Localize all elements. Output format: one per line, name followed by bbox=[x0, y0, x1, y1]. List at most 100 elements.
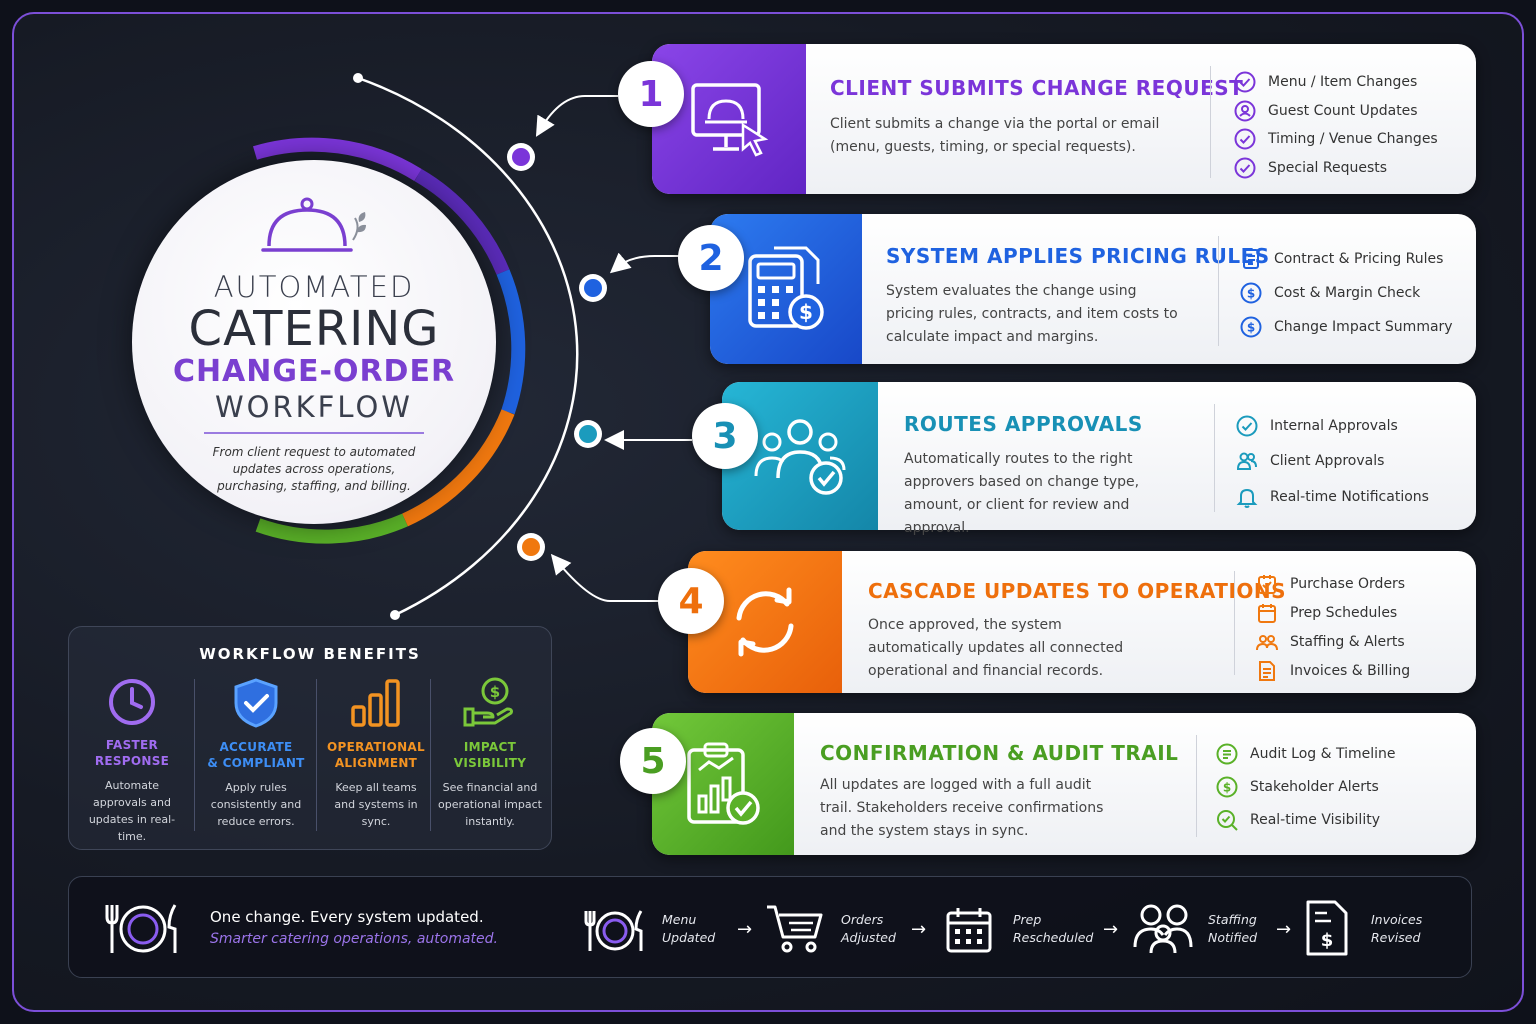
step-4-number: 4 bbox=[658, 568, 724, 634]
benefit-2-text: Apply rules consistently and reduce erro… bbox=[210, 781, 302, 828]
calendar-icon bbox=[946, 908, 992, 953]
flow-step-4-line1: Staffing bbox=[1208, 912, 1257, 927]
checklist-item-label: Prep Schedules bbox=[1290, 604, 1398, 621]
benefit-1-text: Automate approvals and updates in real-t… bbox=[88, 779, 176, 843]
users-icon bbox=[1236, 452, 1257, 471]
checklist-item-label: Stakeholder Alerts bbox=[1250, 778, 1379, 795]
step-2-desc: System evaluates the change using pricin… bbox=[886, 283, 1178, 345]
clipboard-chart-icon bbox=[687, 742, 760, 825]
benefit-1-heading-1: FASTER bbox=[105, 738, 159, 752]
hero-title-line1: AUTOMATED bbox=[213, 270, 415, 304]
benefit-3-text: Keep all teams and systems in sync. bbox=[334, 781, 418, 828]
checklist-item: Client Approvals bbox=[1236, 444, 1429, 480]
cart-icon bbox=[767, 905, 823, 953]
checklist-item: $ Change Impact Summary bbox=[1240, 310, 1453, 344]
checklist-item-label: Change Impact Summary bbox=[1274, 319, 1453, 335]
benefit-operational-alignment: OPERATIONAL ALIGNMENT Keep all teams and … bbox=[317, 677, 435, 830]
step-card-4: CASCADE UPDATES TO OPERATIONS Once appro… bbox=[688, 551, 1476, 693]
step-2-number: 2 bbox=[678, 225, 744, 291]
checklist-item: Contract & Pricing Rules bbox=[1240, 242, 1453, 276]
benefit-3-heading-2: ALIGNMENT bbox=[334, 756, 418, 770]
hero-subtitle: From client request to automated updates… bbox=[212, 445, 416, 493]
flow-step-3-line1: Prep bbox=[1013, 912, 1042, 927]
checklist-item-label: Internal Approvals bbox=[1270, 417, 1398, 434]
step-1-title: CLIENT SUBMITS CHANGE REQUEST bbox=[830, 76, 1244, 100]
refresh-icon bbox=[736, 587, 794, 657]
step-1-number: 1 bbox=[618, 61, 684, 127]
svg-text:$: $ bbox=[1247, 321, 1255, 335]
benefit-2-heading-1: ACCURATE bbox=[219, 740, 293, 754]
hero-title-line2: CATERING bbox=[188, 301, 440, 357]
checklist-item-label: Cost & Margin Check bbox=[1274, 285, 1421, 301]
flow-step-5-line1: Invoices bbox=[1371, 912, 1423, 927]
clock-icon bbox=[109, 679, 155, 725]
benefit-faster-response: FASTER RESPONSE Automate approvals and up… bbox=[73, 677, 191, 845]
benefit-1-heading-2: RESPONSE bbox=[94, 754, 170, 768]
guest-icon bbox=[1234, 100, 1256, 122]
footer-bar: One change. Every system updated. Smarte… bbox=[68, 876, 1472, 978]
step-5-title: CONFIRMATION & AUDIT TRAIL bbox=[820, 741, 1179, 765]
bell-icon bbox=[1236, 488, 1258, 508]
flow-step-4-line2: Notified bbox=[1208, 930, 1258, 945]
check-circle-icon bbox=[1234, 157, 1256, 179]
dollar-circle-icon: $ bbox=[1216, 776, 1238, 797]
step-5-number: 5 bbox=[620, 728, 686, 794]
benefit-4-heading-1: IMPACT bbox=[463, 740, 517, 754]
checklist-item: Guest Count Updates bbox=[1234, 97, 1438, 126]
step-2-list: Contract & Pricing Rules $ Cost & Margin C… bbox=[1240, 242, 1453, 344]
checklist-item: Invoices & Billing bbox=[1256, 656, 1410, 685]
checklist-item-label: Special Requests bbox=[1268, 159, 1388, 176]
flow-step-3-line2: Rescheduled bbox=[1013, 930, 1094, 945]
hero-title-line3: CHANGE-ORDER bbox=[172, 354, 456, 389]
staff-icon bbox=[1256, 634, 1278, 650]
checklist-item-label: Timing / Venue Changes bbox=[1268, 131, 1438, 148]
step-card-3: ROUTES APPROVALS Automatically routes to… bbox=[722, 382, 1476, 536]
step-card-5: CONFIRMATION & AUDIT TRAIL All updates a… bbox=[652, 713, 1476, 855]
flow-arrow-icon: → bbox=[737, 919, 753, 940]
checklist-item: Real-time Notifications bbox=[1236, 479, 1429, 515]
svg-text:$: $ bbox=[799, 300, 813, 324]
checklist-item-label: Contract & Pricing Rules bbox=[1274, 251, 1444, 267]
flow-arrow-icon: → bbox=[911, 919, 927, 940]
flow-arrow-icon: → bbox=[1103, 919, 1119, 940]
contract-icon bbox=[1243, 249, 1259, 269]
step-4-title: CASCADE UPDATES TO OPERATIONS bbox=[868, 579, 1287, 603]
plate-cutlery-icon bbox=[105, 904, 177, 953]
benefit-3-heading-1: OPERATIONAL bbox=[327, 740, 425, 754]
check-circle-icon bbox=[1236, 415, 1258, 437]
benefit-accurate-compliant: ACCURATE& COMPLIANT Apply rules consiste… bbox=[197, 677, 315, 830]
checklist-item: $ Cost & Margin Check bbox=[1240, 276, 1453, 310]
dollar-circle-icon: $ bbox=[1240, 316, 1262, 338]
svg-text:$: $ bbox=[1247, 287, 1255, 301]
flow-step-5-line2: Revised bbox=[1371, 930, 1421, 945]
hero-circle: AUTOMATED CATERING CHANGE-ORDER WORKFLOW… bbox=[132, 160, 496, 524]
invoice-icon bbox=[1259, 660, 1275, 681]
check-circle-icon bbox=[1234, 71, 1256, 93]
list-circle-icon bbox=[1216, 743, 1238, 764]
step-5-desc: All updates are logged with a full audit… bbox=[820, 777, 1104, 839]
hero-divider bbox=[204, 432, 424, 434]
benefit-4-heading-2: VISIBILITY bbox=[453, 756, 527, 770]
calculator-icon: $ bbox=[748, 246, 824, 330]
step-3-number: 3 bbox=[692, 403, 758, 469]
invoice-icon: $ bbox=[1306, 900, 1348, 956]
checklist-item-label: Real-time Visibility bbox=[1250, 811, 1380, 828]
monitor-cloche-icon bbox=[691, 83, 769, 157]
checklist-item: Timing / Venue Changes bbox=[1234, 125, 1438, 154]
checklist-item: Menu / Item Changes bbox=[1234, 68, 1438, 97]
svg-text:$: $ bbox=[490, 683, 500, 701]
footer-tagline-sub: Smarter catering operations, automated. bbox=[210, 931, 498, 947]
check-circle-icon bbox=[1234, 128, 1256, 150]
checklist-item: Audit Log & Timeline bbox=[1216, 737, 1396, 770]
dollar-circle-icon: $ bbox=[1240, 282, 1262, 304]
search-check-icon bbox=[1217, 809, 1238, 831]
